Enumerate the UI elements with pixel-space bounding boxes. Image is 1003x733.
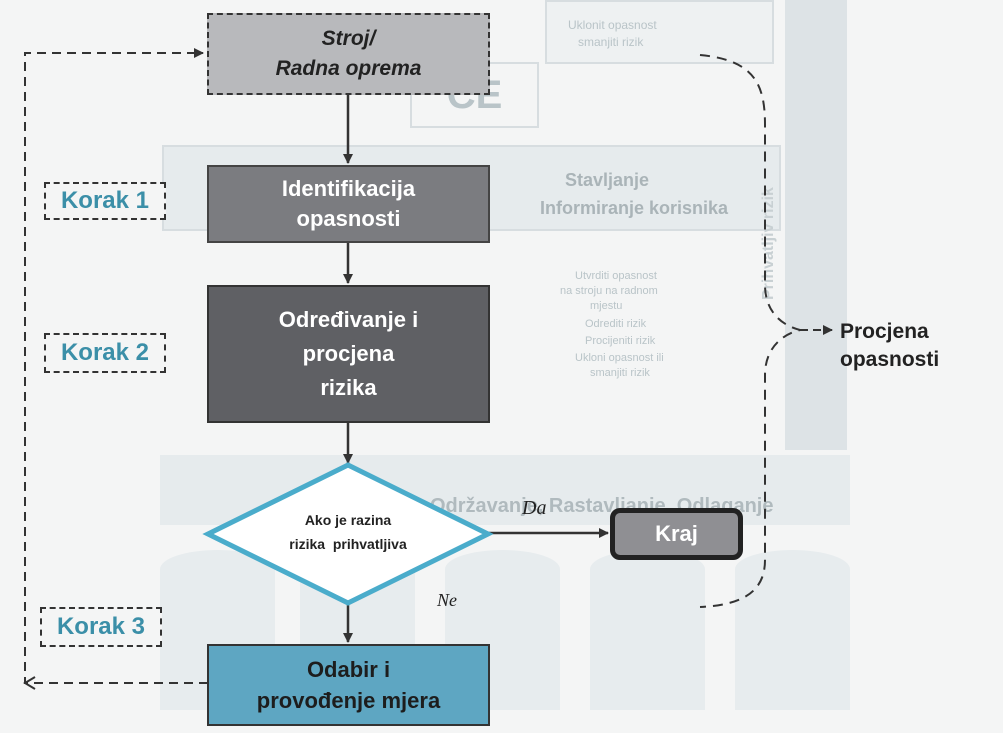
decision-line2: rizika prihvatljiva: [289, 536, 407, 552]
bg-text-9: Procijeniti rizik: [585, 335, 656, 347]
bg-text-11: smanjiti rizik: [590, 367, 650, 379]
bg-text-1: Uklonit opasnost: [568, 18, 657, 32]
step2-node-line3: rizika: [320, 375, 377, 400]
bg-text-3: Stavljanje: [565, 170, 650, 190]
step2-node-line1: Određivanje i: [278, 307, 419, 332]
bg-text-7: mjestu: [590, 300, 623, 312]
end-node: Kraj: [610, 508, 743, 560]
bg-text-4: Informiranje korisnika: [540, 198, 729, 218]
step3-node-line2: provođenje mjera: [256, 688, 441, 713]
step1-node-hazard-identification: Identifikacija opasnosti: [207, 165, 490, 243]
feedback-loop-line: [24, 48, 208, 684]
decision-diamond-shape: [202, 462, 494, 606]
bg-text-6: na stroju na radnom: [560, 285, 658, 297]
decision-text: Ako je razina rizika prihvatljiva: [248, 508, 448, 556]
bracket-brace: [699, 54, 801, 608]
start-node-machine: Stroj/ Radna oprema: [207, 13, 490, 95]
feedback-loop-arrowhead-left: [23, 676, 36, 690]
step1-node-line1: Identifikacija: [281, 176, 416, 201]
step2-label: Korak 2: [44, 333, 166, 373]
step1-label: Korak 1: [44, 182, 166, 220]
decision-yes-label: Da: [522, 497, 547, 519]
start-node-line1: Stroj/: [321, 27, 376, 50]
bg-panel-top: [545, 0, 774, 64]
bracket-label-risk-assessment: Procjena opasnosti: [840, 318, 939, 374]
bg-cylinder-4: [590, 550, 705, 710]
step2-node-risk-assessment: Određivanje i procjena rizika: [207, 285, 490, 423]
decision-no-label: Ne: [437, 590, 457, 610]
bg-text-10: Ukloni opasnost ili: [575, 352, 664, 364]
step1-node-line2: opasnosti: [296, 206, 401, 231]
bg-cylinder-5: [735, 550, 850, 710]
bracket-label-line1: Procjena: [840, 320, 929, 343]
bracket-label-line2: opasnosti: [840, 348, 940, 371]
bg-vertical-panel: [785, 0, 847, 450]
step3-node-line1: Odabir i: [306, 657, 391, 682]
start-node-line2: Radna oprema: [275, 57, 422, 80]
bg-text-2: smanjiti rizik: [578, 35, 644, 49]
bg-text-5: Utvrditi opasnost: [575, 270, 657, 282]
step2-node-line2: procjena: [302, 341, 395, 366]
end-node-label: Kraj: [655, 521, 698, 546]
step3-node-measures: Odabir i provođenje mjera: [207, 644, 490, 726]
bg-text-8: Odrediti rizik: [585, 318, 647, 330]
decision-line1: Ako je razina: [304, 512, 392, 528]
step3-label: Korak 3: [40, 607, 162, 647]
